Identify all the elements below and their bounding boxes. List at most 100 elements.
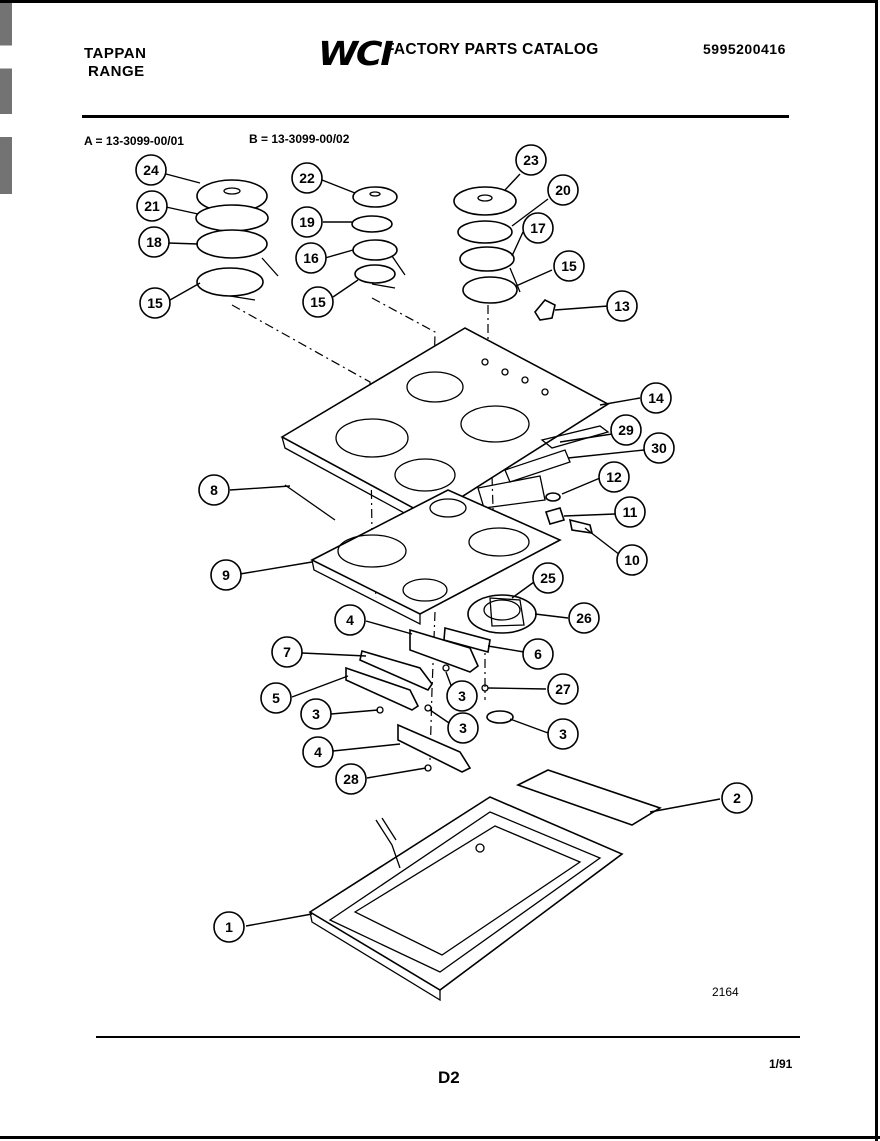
callout-label: 8 <box>210 482 218 498</box>
callout-1: 1 <box>213 911 245 943</box>
callout-20: 20 <box>547 174 579 206</box>
callout-4: 4 <box>302 736 334 768</box>
callout-label: 3 <box>459 720 467 736</box>
callout-21: 21 <box>136 190 168 222</box>
callout-23: 23 <box>515 144 547 176</box>
page-border-right <box>875 0 878 1141</box>
callout-label: 30 <box>651 440 667 456</box>
callout-2: 2 <box>721 782 753 814</box>
callout-label: 17 <box>530 220 546 236</box>
callout-label: 4 <box>314 744 322 760</box>
callout-label: 10 <box>624 552 640 568</box>
callout-label: 5 <box>272 690 280 706</box>
callout-label: 9 <box>222 567 230 583</box>
product-type: RANGE <box>88 63 145 80</box>
callout-label: 12 <box>606 469 622 485</box>
callout-17: 17 <box>522 212 554 244</box>
left-element-stack <box>195 179 279 301</box>
callout-label: 3 <box>312 706 320 722</box>
model-b-label: B = 13-3099-00/02 <box>249 132 350 146</box>
callout-label: 3 <box>458 688 466 704</box>
callout-label: 3 <box>559 726 567 742</box>
element-receptacle <box>467 594 537 634</box>
callout-label: 29 <box>618 422 634 438</box>
callout-29: 29 <box>610 414 642 446</box>
seal-strip-8 <box>284 484 336 521</box>
callout-label: 23 <box>523 152 539 168</box>
callout-11: 11 <box>614 496 646 528</box>
callout-14: 14 <box>640 382 672 414</box>
callout-label: 6 <box>534 646 542 662</box>
callout-label: 15 <box>147 295 163 311</box>
callout-30: 30 <box>643 432 675 464</box>
illustration-number: 2164 <box>712 985 739 999</box>
callout-27: 27 <box>547 673 579 705</box>
catalog-number: 5995200416 <box>703 41 786 57</box>
callout-3: 3 <box>447 712 479 744</box>
callout-label: 15 <box>310 294 326 310</box>
trim-strip-2 <box>515 769 662 826</box>
callout-label: 22 <box>299 170 315 186</box>
support-pan <box>310 489 562 626</box>
callout-label: 15 <box>561 258 577 274</box>
callout-label: 27 <box>555 681 571 697</box>
callout-label: 25 <box>540 570 556 586</box>
callout-12: 12 <box>598 461 630 493</box>
header-rule <box>82 115 789 118</box>
callout-25: 25 <box>532 562 564 594</box>
switch-parts <box>544 492 594 534</box>
footer-rule <box>96 1036 800 1038</box>
page-code: D2 <box>438 1068 460 1087</box>
callout-label: 7 <box>283 644 291 660</box>
callout-label: 26 <box>576 610 592 626</box>
callout-4: 4 <box>334 604 366 636</box>
burner-box <box>308 796 624 1002</box>
callout-22: 22 <box>291 162 323 194</box>
brand-name: TAPPAN <box>84 45 147 62</box>
callout-label: 20 <box>555 182 571 198</box>
callout-24: 24 <box>135 154 167 186</box>
callout-6: 6 <box>522 638 554 670</box>
callout-28: 28 <box>335 763 367 795</box>
leader-lines <box>165 173 721 927</box>
callout-label: 21 <box>144 198 160 214</box>
callout-label: 2 <box>733 790 741 806</box>
callout-8: 8 <box>198 474 230 506</box>
callout-13: 13 <box>606 290 638 322</box>
callout-label: 1 <box>225 919 233 935</box>
callout-9: 9 <box>210 559 242 591</box>
callout-label: 24 <box>143 162 159 178</box>
callout-19: 19 <box>291 206 323 238</box>
callout-15: 15 <box>302 286 334 318</box>
callout-label: 18 <box>146 234 162 250</box>
callout-group: 2421181522191615232017151314293012111089… <box>135 144 753 943</box>
callout-26: 26 <box>568 602 600 634</box>
callout-18: 18 <box>138 226 170 258</box>
callout-label: 19 <box>299 214 315 230</box>
model-a-label: A = 13-3099-00/01 <box>84 134 184 148</box>
scan-edge <box>0 0 12 1141</box>
catalog-title: FACTORY PARTS CATALOG <box>385 41 599 58</box>
callout-15: 15 <box>139 287 171 319</box>
callout-5: 5 <box>260 682 292 714</box>
callout-label: 13 <box>614 298 630 314</box>
callout-3: 3 <box>446 680 478 712</box>
callout-label: 11 <box>623 504 638 520</box>
callout-3: 3 <box>300 698 332 730</box>
callout-label: 4 <box>346 612 354 628</box>
right-element-stack <box>453 186 521 304</box>
callout-10: 10 <box>616 544 648 576</box>
revision-date: 1/91 <box>769 1057 793 1071</box>
callout-label: 28 <box>343 771 359 787</box>
control-knob-13 <box>534 299 556 321</box>
middle-element-stack <box>351 186 406 289</box>
callout-label: 14 <box>648 390 664 406</box>
page-border-bottom <box>0 1136 880 1139</box>
callout-label: 16 <box>303 250 319 266</box>
wci-logo: WCI <box>318 34 394 73</box>
mounting-brackets <box>345 626 514 773</box>
page-border-top <box>0 0 876 3</box>
callout-15: 15 <box>553 250 585 282</box>
